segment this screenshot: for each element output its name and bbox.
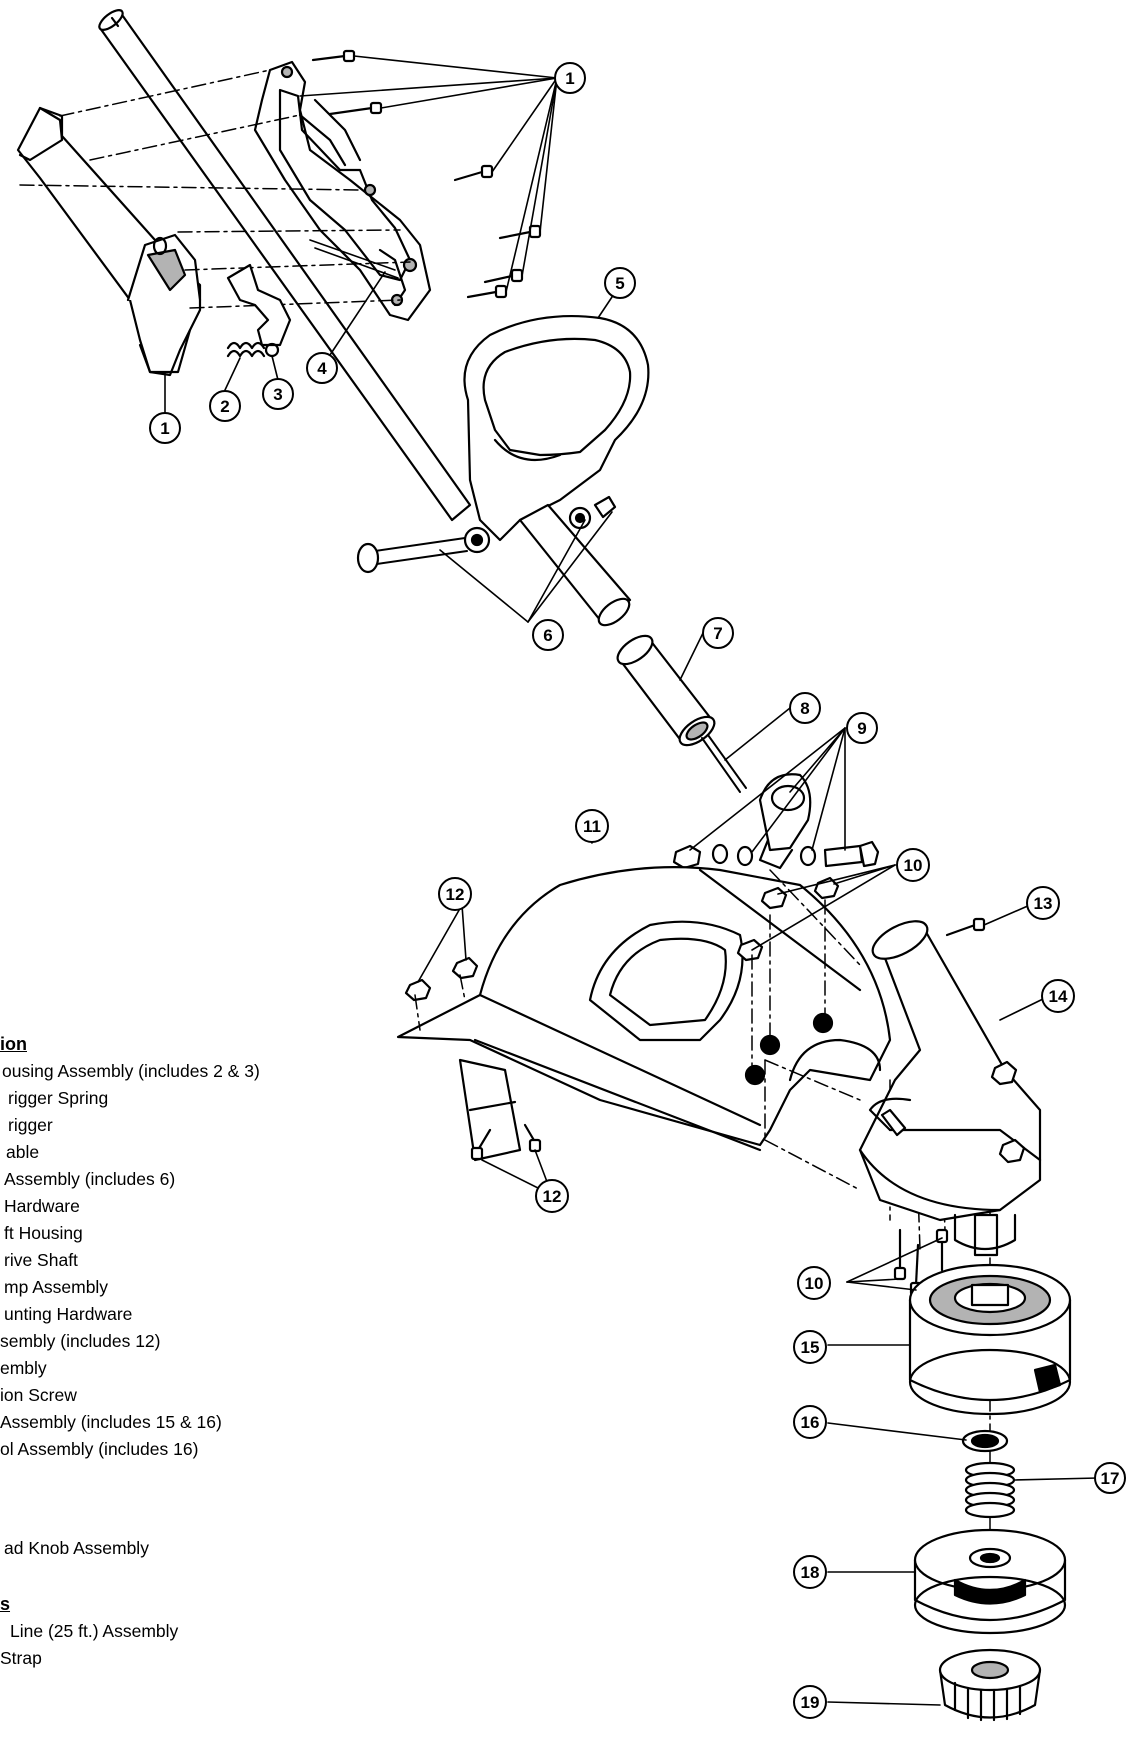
parts-list-heading-2: s [0,1594,11,1614]
callout-18: 18 [793,1555,827,1589]
callout-15: 15 [793,1330,827,1364]
parts-list-item: Assembly (includes 6) [4,1169,176,1189]
drive-shaft-housing [616,634,716,747]
gear-head-assembly [858,917,1042,1297]
cutting-guard [396,866,892,1162]
spool-washer [961,1429,1009,1453]
svg-text:6: 6 [543,626,552,645]
svg-text:3: 3 [273,385,282,404]
svg-text:13: 13 [1034,894,1053,913]
parts-list-item: able [6,1142,40,1162]
bump-knob [938,1648,1042,1722]
assist-handle [356,314,650,574]
svg-text:12: 12 [543,1187,562,1206]
svg-text:4: 4 [317,359,327,378]
parts-list-heading: ion [0,1034,27,1054]
spool-housing [908,1263,1072,1416]
callout-13: 13 [1026,886,1060,920]
clamp-assembly [672,773,880,870]
parts-list-item: unting Hardware [4,1304,133,1324]
svg-text:1: 1 [565,69,574,88]
svg-text:12: 12 [446,885,465,904]
lower-shaft-tube [518,503,632,627]
parts-list-item: Hardware [4,1196,80,1216]
spool-spring [964,1461,1016,1519]
svg-text:5: 5 [615,274,624,293]
svg-text:7: 7 [713,624,722,643]
handle-housing-left [16,106,202,377]
callout-10-lower: 10 [797,1266,831,1300]
callout-12-upper: 12 [438,877,472,911]
callout-11: 11 [575,809,609,843]
parts-list-item: Line (25 ft.) Assembly [10,1621,179,1641]
parts-list-item: ion Screw [0,1385,77,1405]
parts-list-item: Assembly (includes 15 & 16) [0,1412,222,1432]
svg-text:11: 11 [583,817,601,836]
svg-text:10: 10 [805,1274,824,1293]
callout-2: 2 [209,390,241,422]
callout-10-upper: 10 [896,848,930,882]
svg-text:10: 10 [904,856,923,875]
svg-text:16: 16 [801,1413,820,1432]
svg-text:17: 17 [1101,1469,1120,1488]
parts-list-item: mp Assembly [4,1277,109,1297]
svg-text:18: 18 [801,1563,820,1582]
drive-shaft [701,734,747,793]
callout-1-top: 1 [554,62,586,94]
parts-list-item: embly [0,1358,47,1378]
parts-list-item: rive Shaft [4,1250,78,1270]
svg-text:1: 1 [160,419,169,438]
callout-4: 4 [306,352,338,384]
parts-list-item: sembly (includes 12) [0,1331,161,1351]
callout-1-left: 1 [149,412,181,444]
svg-text:19: 19 [801,1693,820,1712]
trigger-spring [226,341,266,358]
parts-list-item: ousing Assembly (includes 2 & 3) [2,1061,260,1081]
parts-list-item: rigger [8,1115,53,1135]
callout-9: 9 [846,712,878,744]
svg-text:8: 8 [800,699,809,718]
callouts: 1 1 2 3 4 5 6 7 8 9 10 11 12 12 13 14 10… [149,62,1126,1719]
parts-list-item: ft Housing [4,1223,83,1243]
assembly-lines-upper [19,69,411,309]
callout-19: 19 [793,1685,827,1719]
parts-list-item: ad Knob Assembly [4,1538,149,1558]
callout-3: 3 [262,378,294,410]
parts-list-item: ol Assembly (includes 16) [0,1439,199,1459]
callout-14: 14 [1041,979,1075,1013]
callout-5: 5 [604,267,636,299]
callout-16: 16 [793,1405,827,1439]
callout-7: 7 [702,617,734,649]
callout-17: 17 [1094,1462,1126,1494]
svg-text:14: 14 [1049,987,1068,1006]
svg-text:9: 9 [857,719,866,738]
callout-12-lower: 12 [535,1179,569,1213]
parts-list: ion ousing Assembly (includes 2 & 3) rig… [0,0,340,1737]
svg-text:15: 15 [801,1338,820,1357]
callout-6: 6 [532,619,564,651]
spool [913,1528,1067,1635]
parts-list-item: Strap [0,1648,42,1668]
callout-8: 8 [789,692,821,724]
parts-list-item: rigger Spring [8,1088,109,1108]
svg-text:2: 2 [220,397,229,416]
handle-housing-right [253,60,432,322]
